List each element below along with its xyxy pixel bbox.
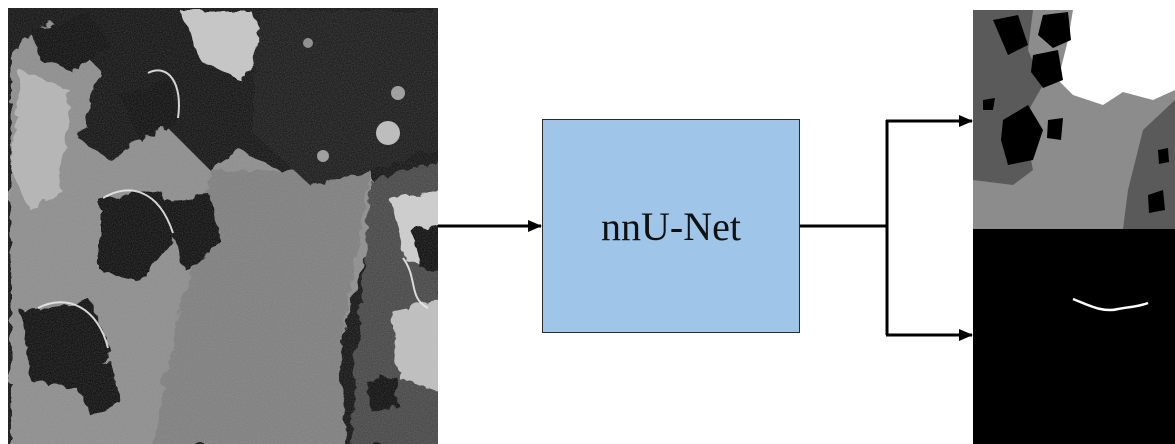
model-label: nnU-Net xyxy=(601,203,741,249)
sar-image-icon xyxy=(8,8,438,444)
front-line-icon xyxy=(973,229,1175,444)
nnunet-model-box: nnU-Net xyxy=(542,119,800,333)
zone-segmentation-icon xyxy=(973,10,1175,229)
